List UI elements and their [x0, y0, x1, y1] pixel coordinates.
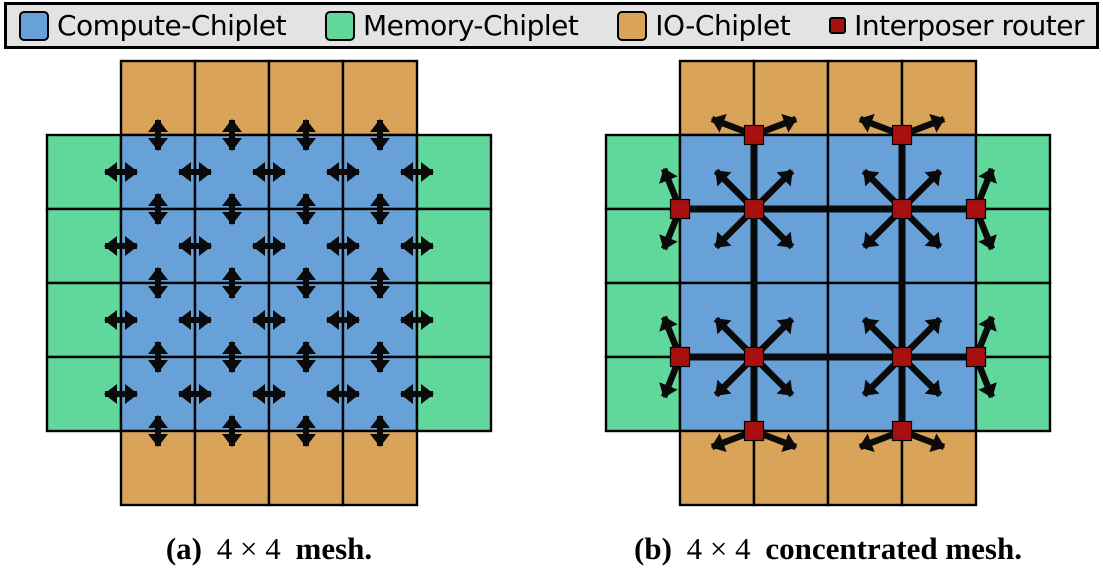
diagram-4x4-mesh [45, 59, 493, 507]
interposer-router [891, 420, 913, 442]
caption-a-label: (a) [165, 531, 203, 566]
compute-chiplet-swatch-icon [19, 10, 49, 41]
interposer-router [891, 346, 913, 368]
legend-label: IO-Chiplet [655, 8, 791, 42]
chiplet-cell-io [341, 429, 419, 507]
caption-b-label: (b) [634, 531, 672, 566]
legend-label: Memory-Chiplet [363, 8, 579, 42]
chiplet-cell-memory [604, 281, 682, 359]
interposer-router [743, 420, 765, 442]
interposer-router [891, 198, 913, 220]
interposer-router [743, 124, 765, 146]
legend-item-io-chiplet: IO-Chiplet [617, 8, 791, 42]
chiplet-cell-memory [974, 355, 1052, 433]
interposer-router [669, 198, 691, 220]
legend-item-compute-chiplet: Compute-Chiplet [19, 8, 287, 42]
interposer-router [743, 198, 765, 220]
legend: Compute-Chiplet Memory-Chiplet IO-Chiple… [4, 2, 1099, 49]
chiplet-cell-memory [604, 207, 682, 285]
chiplet-cell-memory [604, 133, 682, 211]
chiplet-cell-io [900, 429, 978, 507]
caption-a-math: 4 × 4 [216, 531, 281, 566]
caption-b-text: concentrated mesh. [765, 531, 1022, 566]
interposer-router [891, 124, 913, 146]
caption-a-text: mesh. [295, 531, 373, 566]
chiplet-cell-memory [974, 133, 1052, 211]
legend-label: Interposer router [854, 8, 1084, 42]
interposer-router [669, 346, 691, 368]
caption-b-math: 4 × 4 [686, 531, 751, 566]
interposer-router [965, 346, 987, 368]
interposer-router [743, 346, 765, 368]
legend-item-memory-chiplet: Memory-Chiplet [325, 8, 579, 42]
chiplet-cell-memory [974, 207, 1052, 285]
interposer-router [965, 198, 987, 220]
io-chiplet-swatch-icon [617, 10, 648, 41]
memory-chiplet-swatch-icon [325, 10, 356, 41]
legend-item-interposer-router: Interposer router [829, 8, 1084, 42]
chiplet-cell-memory [974, 281, 1052, 359]
caption-a: (a) 4 × 4 mesh. [47, 524, 491, 573]
chiplet-cell-memory [604, 355, 682, 433]
caption-b: (b) 4 × 4 concentrated mesh. [596, 524, 1060, 573]
interposer-router-swatch-icon [829, 17, 847, 34]
diagram-4x4-concentrated-mesh [604, 59, 1052, 507]
legend-label: Compute-Chiplet [57, 8, 287, 42]
